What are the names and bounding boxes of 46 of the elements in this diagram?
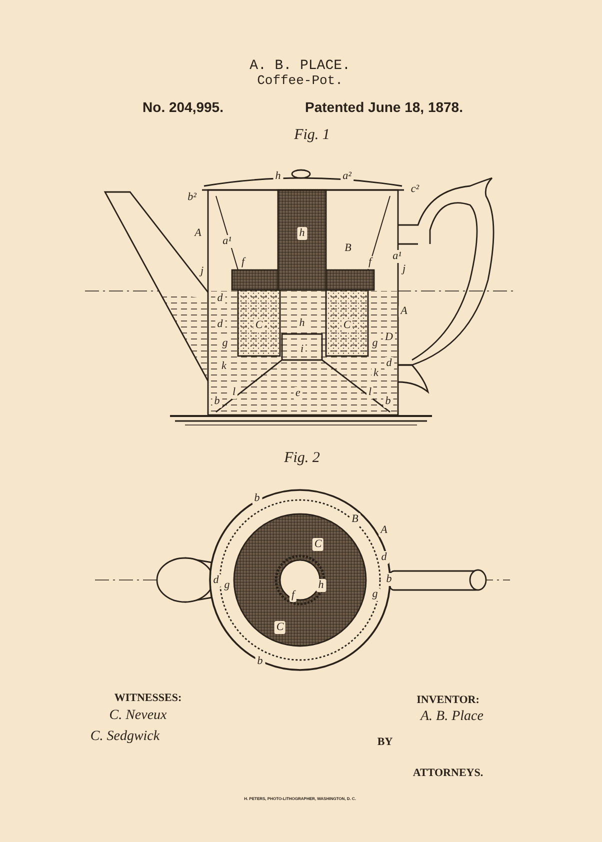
reference-letter: d: [379, 550, 389, 564]
reference-letter: C: [341, 318, 353, 332]
reference-letter: k: [220, 360, 228, 372]
reference-letter: h: [297, 226, 307, 240]
patent-number: No. 204,995.: [142, 100, 224, 114]
patent-title: A. B. PLACE.: [250, 59, 350, 73]
attorneys-label: ATTORNEYS.: [412, 768, 484, 778]
reference-letter: d: [215, 318, 225, 330]
reference-letter: d: [215, 292, 225, 304]
reference-letter: C: [253, 318, 265, 332]
reference-letter: j: [400, 262, 408, 276]
reference-letter: b: [255, 654, 265, 668]
reference-letter: A: [378, 524, 390, 536]
witnesses-heading: WITNESSES:: [114, 692, 182, 704]
reference-letter: h: [273, 170, 283, 182]
reference-letter: d: [211, 574, 221, 586]
figure-label: Fig. 2: [284, 450, 320, 466]
reference-letter: C: [312, 538, 324, 550]
reference-letter: j: [198, 264, 206, 278]
reference-letter: h: [297, 316, 307, 330]
reference-letter: b: [212, 394, 222, 408]
inventor-heading: INVENTOR:: [416, 694, 480, 706]
reference-letter: C: [274, 620, 286, 634]
reference-letter: g: [220, 336, 230, 350]
reference-letter: g: [370, 588, 380, 600]
signature: C. Neveux: [109, 709, 167, 723]
signature: C. Sedgwick: [90, 730, 160, 744]
reference-letter: B: [350, 512, 360, 526]
reference-letter: b: [383, 394, 393, 408]
reference-letter: b: [252, 492, 262, 504]
reference-letter: b: [384, 572, 394, 586]
patent-date: Patented June 18, 1878.: [305, 100, 463, 114]
reference-letter: a¹: [390, 250, 404, 262]
reference-letter: d: [384, 356, 394, 370]
reference-letter: c²: [408, 182, 422, 196]
figure-label: Fig. 1: [294, 128, 330, 142]
reference-letter: g: [370, 336, 380, 350]
reference-letter: a¹: [220, 234, 234, 248]
reference-letter: A: [398, 304, 410, 318]
by-label: BY: [377, 736, 393, 748]
reference-letter: e: [294, 386, 302, 400]
reference-letter: a²: [340, 170, 354, 182]
reference-letter: b²: [186, 190, 198, 204]
signature: A. B. Place: [420, 710, 484, 724]
patent-subtitle: Coffee-Pot.: [257, 74, 343, 86]
reference-letter: h: [316, 578, 326, 592]
